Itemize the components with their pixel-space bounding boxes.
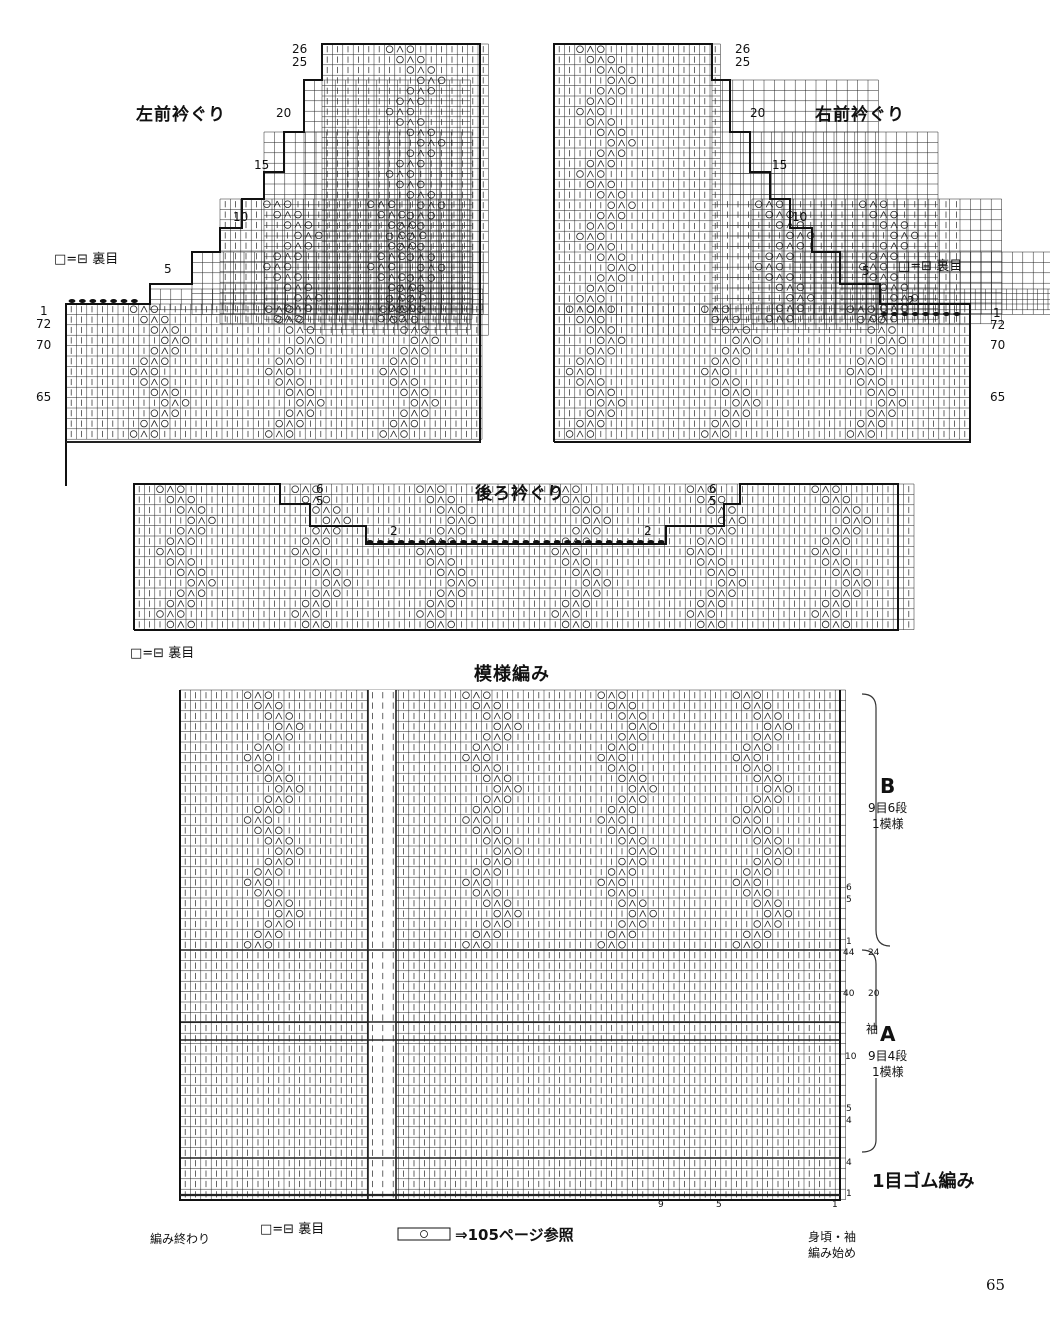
section-a-desc: 1模様	[872, 1065, 904, 1079]
back-neck-title: 後ろ衿ぐり	[475, 484, 565, 504]
end-label: 編み終わり	[150, 1232, 211, 1246]
row-number: 10	[792, 210, 808, 224]
row-number: 1	[846, 1189, 852, 1199]
purl-legend: □=⊟ 裏目	[54, 252, 119, 267]
row-number: 15	[772, 158, 788, 172]
row-number: 6	[709, 482, 717, 496]
row-number: 1	[846, 937, 852, 947]
row-number: 5	[862, 264, 870, 278]
row-number: 2	[907, 294, 915, 308]
column-number: 5	[716, 1200, 722, 1210]
row-number: 40	[843, 989, 855, 999]
row-number: 65	[990, 390, 1006, 404]
row-number: 2	[390, 524, 398, 538]
row-number: 26	[292, 42, 308, 56]
row-number: 65	[36, 390, 52, 404]
section-b-desc: 9目6段	[868, 801, 908, 815]
reference-note: ⇒105ページ参照	[455, 1226, 574, 1244]
row-number: 5	[846, 1104, 852, 1114]
row-number: 44	[843, 948, 855, 958]
row-number: 25	[292, 55, 308, 69]
row-number: 20	[276, 106, 292, 120]
column-number: 1	[832, 1200, 838, 1210]
row-number: 10	[233, 210, 249, 224]
sleeve-label: 袖	[866, 1022, 879, 1036]
row-number: 4	[846, 1158, 852, 1168]
row-number: 70	[990, 338, 1006, 352]
row-number: 5	[164, 262, 172, 276]
start-label: 編み始め	[808, 1246, 857, 1260]
pattern-title: 模様編み	[474, 664, 550, 685]
row-number: 24	[868, 948, 880, 958]
row-number: 20	[868, 989, 880, 999]
row-number: 2	[644, 524, 652, 538]
column-number: 9	[658, 1200, 664, 1210]
row-number: 72	[990, 318, 1006, 332]
section-a-desc: 9目4段	[868, 1049, 908, 1063]
purl-legend: □=⊟ 裏目	[260, 1222, 325, 1237]
row-number: 1	[40, 304, 48, 318]
row-number: 26	[735, 42, 751, 56]
row-number: 6	[846, 883, 852, 893]
section-b-label: B	[880, 774, 896, 798]
row-number: 25	[735, 55, 751, 69]
row-number: 15	[254, 158, 270, 172]
page-number: 65	[986, 1276, 1006, 1294]
rib-label: 1目ゴム編み	[872, 1171, 975, 1192]
row-number: 5	[846, 895, 852, 905]
row-number: 20	[750, 106, 766, 120]
section-a-label: A	[880, 1022, 896, 1046]
row-number: 5	[709, 494, 717, 508]
purl-legend: □=⊟ 裏目	[898, 259, 963, 274]
row-number: 4	[846, 1116, 852, 1126]
row-number: 5	[316, 494, 324, 508]
left-front-neck-title: 左前衿ぐり	[136, 105, 226, 125]
row-number: 1	[993, 306, 1001, 320]
right-front-neck-title: 右前衿ぐり	[815, 105, 905, 125]
section-b-desc: 1模様	[872, 817, 904, 831]
row-number: 6	[316, 482, 324, 496]
row-number: 70	[36, 338, 52, 352]
start-label: 身頃・袖	[808, 1230, 857, 1244]
row-number: 10	[845, 1052, 857, 1062]
purl-legend: □=⊟ 裏目	[130, 646, 195, 661]
row-number: 72	[36, 317, 52, 331]
